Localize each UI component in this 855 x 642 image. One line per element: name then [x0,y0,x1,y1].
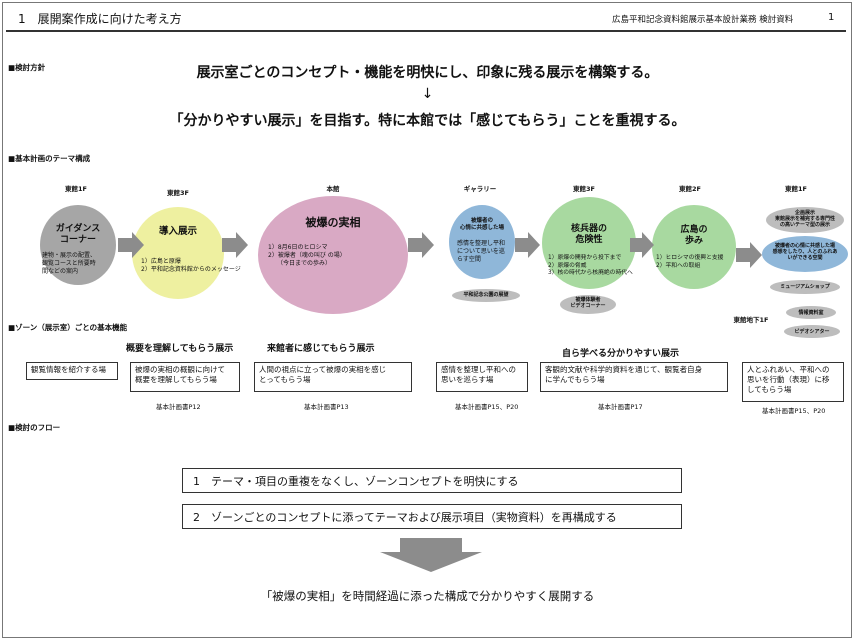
pill-special-exhibit [766,207,844,233]
theme-node-title: 核兵器の 危険性 [570,224,607,246]
block-arrow [515,232,540,258]
zone-category-overview: 概要を理解してもらう展示 [126,344,234,354]
theme-node-title: 被爆者の 心情に共感した場 [459,218,504,231]
pill-label: 企画展示 東館展示を補完する専門性 の高いテーマ型の展示 [774,210,835,228]
policy-line-2: 「分かりやすい展示」を目指す。特に本館では「感じてもらう」ことを重視する。 [169,113,686,129]
floor-label: 東館2F [679,185,701,193]
zone-reference: 基本計画書P15、P20 [762,407,826,415]
pill-label: 情報資料室 [798,310,824,316]
pill-empathy [762,236,848,272]
page-number: 1 [828,12,835,23]
theme-node-intro [132,207,224,299]
theme-heading: ■基本計画のテーマ構成 [8,154,91,163]
pill-label: 被爆体験者 ビデオコーナー [570,297,606,309]
zone-box: 感情を整理し平和への 思いを巡らす場 [436,362,528,392]
block-arrow [408,232,434,258]
header-divider [6,30,846,32]
theme-node-guidance [40,205,116,285]
zone-box: 人間の視点に立って被爆の実相を感じ とってもらう場 [254,362,412,392]
block-arrow [380,538,482,572]
zone-box: 人とふれあい、平和への 思いを行動（表現）に移 してもらう場 [742,362,844,402]
page-title: 1 展開案作成に向けた考え方 [18,12,182,26]
block-arrow [736,242,762,268]
theme-node-desc: 建物・展示の配置、 観覧コースと所要時 間などの案内 [42,252,97,275]
theme-node-title: 導入展示 [158,226,197,237]
zone-category-feel: 来館者に感じてもらう展示 [267,344,375,354]
floor-label: 本館 [326,185,340,193]
floor-label: 東館3F [573,185,595,193]
floor-label: 東館1F [65,185,87,193]
theme-node-desc: 感情を整理し平和 について思いを巡 らす空間 [457,240,506,263]
theme-node-desc: 1）原爆の開発から投下まで 2）原爆の脅威 3）核の時代から核廃絶の時代へ [548,255,633,277]
zone-reference: 基本計画書P13 [304,403,349,411]
pill-label: ビデオシアター [794,329,830,335]
pill-label: 被爆者の心情に共感した場 感想をしたり、人とのふれあ いができる空間 [772,243,838,261]
pill-label: 平和記念公園の展望 [463,292,509,298]
theme-node-nuclear-danger [542,197,636,289]
pill-gallery [452,289,520,302]
floor-label: 東館3F [167,189,189,197]
theme-node-hiroshima-journey [652,205,736,289]
block-arrow [630,232,654,258]
zone-box: 被爆の実相の概観に向けて 概要を理解してもらう場 [130,362,240,392]
document-subtitle: 広島平和記念資料館展示基本設計業務 検討資料 [612,15,794,25]
policy-arrow: ↓ [421,86,434,102]
block-arrow [222,232,248,258]
theme-node-title: 広島の 歩み [680,225,708,247]
flow-step-2: 2 ゾーンごとのコンセプトに添ってテーマおよび展示項目（実物資料）を再構成する [182,504,682,529]
policy-heading: ■検討方針 [8,63,46,72]
policy-line-1: 展示室ごとのコンセプト・機能を明快にし、印象に残る展示を構築する。 [196,65,659,81]
zone-reference: 基本計画書P15、P20 [455,403,519,411]
theme-node-desc: 1）8月6日のヒロシマ 2）被爆者（魂の叫び の場） （今日までの歩み） [268,244,346,267]
theme-node-title: ガイダンス コーナー [55,224,101,246]
theme-node-abomb-reality [258,196,408,314]
theme-node-title: 被爆の実相 [305,216,361,229]
flow-heading: ■検討のフロー [8,423,61,432]
block-arrow [118,232,144,258]
zone-reference: 基本計画書P12 [156,403,201,411]
zone-box: 客観的文献や科学的資料を通じて、観覧者自身 に学んでもらう場 [540,362,728,392]
pill-info-room [786,306,836,319]
theme-node-desc: 1）ヒロシマの復興と支援 2）平和への取組 [656,255,724,269]
zone-box: 観覧情報を紹介する場 [26,362,118,380]
pill-label: ミュージアムショップ [780,284,830,290]
flow-conclusion: 「被爆の実相」を時間経過に添った構成で分かりやすく展開する [260,589,595,603]
floor-label: ギャラリー [463,185,497,193]
flow-step-1: 1 テーマ・項目の重複をなくし、ゾーンコンセプトを明快にする [182,468,682,493]
zone-category-learn: 自ら学べる分かりやすい展示 [562,349,680,359]
floor-label: 東館地下1F [733,316,769,324]
pill-museum-shop [770,280,840,294]
pill-video-theater [784,325,840,338]
zone-reference: 基本計画書P17 [598,403,643,411]
floor-label: 東館1F [785,185,807,193]
theme-node-desc: 1）広島と原爆 2）平和記念資料館からのメッセージ [141,258,241,273]
zones-heading: ■ゾーン（展示室）ごとの基本機能 [8,323,128,332]
theme-node-gallery [449,205,515,279]
pill-video-corner [560,295,616,314]
